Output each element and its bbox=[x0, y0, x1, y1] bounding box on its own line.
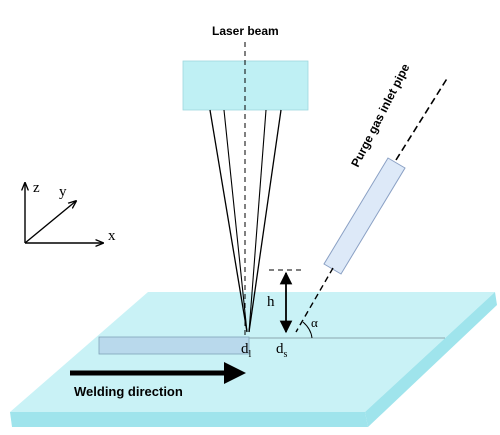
purge-pipe-label: Purge gas inlet pipe bbox=[348, 61, 412, 169]
beam-edge-left bbox=[209, 109, 248, 333]
beam-edge-right bbox=[248, 109, 282, 333]
ds-label: ds bbox=[276, 341, 288, 360]
x-axis-label: x bbox=[108, 228, 116, 244]
laser-head bbox=[182, 60, 309, 111]
h-label: h bbox=[267, 294, 275, 310]
dl-label: dl bbox=[241, 341, 252, 360]
y-axis bbox=[24, 201, 76, 244]
pipe-axis-upper bbox=[395, 76, 449, 161]
plate-top-face bbox=[10, 292, 495, 412]
y-axis-label: y bbox=[59, 184, 67, 200]
pipe-axis-lower bbox=[295, 267, 334, 333]
plate-front-edge bbox=[10, 412, 368, 427]
alpha-angle-arc bbox=[302, 321, 313, 339]
workpiece-plate bbox=[10, 292, 497, 427]
z-axis-label: z bbox=[33, 180, 40, 196]
alpha-label: α bbox=[311, 315, 318, 330]
welding-direction-arrowhead bbox=[224, 362, 246, 384]
beam-edge-inner-left bbox=[223, 109, 248, 333]
weld-bead bbox=[98, 336, 250, 355]
beam-edge-inner-right bbox=[248, 109, 267, 333]
purge-gas-pipe bbox=[323, 157, 406, 275]
coordinate-axes: z y x bbox=[25, 180, 116, 244]
welding-direction-label: Welding direction bbox=[74, 384, 183, 399]
laser-beam-label: Laser beam bbox=[212, 24, 279, 38]
plate-right-edge bbox=[365, 292, 497, 427]
